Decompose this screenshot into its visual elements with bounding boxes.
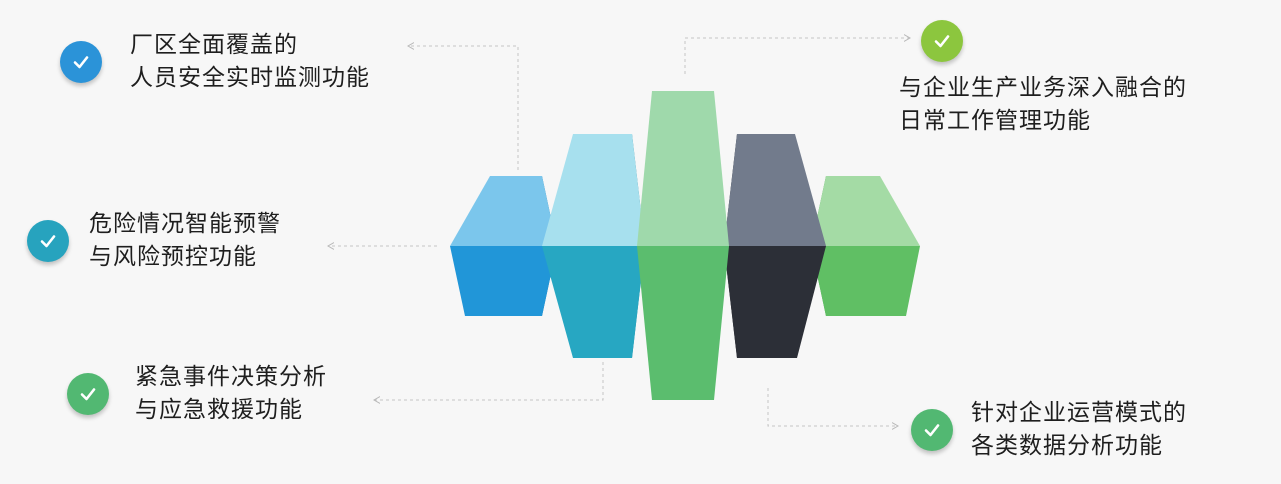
check-icon	[921, 20, 963, 62]
feature-item-f1: 厂区全面覆盖的 人员安全实时监测功能	[60, 29, 370, 95]
feature-item-f3: 紧急事件决策分析 与应急救援功能	[67, 361, 327, 427]
block-light-green	[811, 176, 920, 316]
feature-item-f5: 针对企业运营模式的 各类数据分析功能	[911, 397, 1187, 463]
feature-line-1: 针对企业运营模式的	[971, 400, 1187, 426]
feature-line-1: 与企业生产业务深入融合的	[899, 75, 1187, 101]
feature-line-2: 与应急救援功能	[135, 397, 303, 423]
feature-line-2: 人员安全实时监测功能	[130, 65, 370, 91]
feature-line-2: 各类数据分析功能	[971, 433, 1163, 459]
feature-line-2: 与风险预控功能	[89, 244, 257, 270]
check-icon	[67, 373, 109, 415]
connector-f4	[684, 38, 910, 74]
feature-line-2: 日常工作管理功能	[899, 108, 1091, 134]
connector-f5	[767, 388, 898, 426]
feature-line-1: 紧急事件决策分析	[135, 364, 327, 390]
block-teal	[542, 134, 645, 358]
feature-item-f4-icon	[921, 20, 963, 62]
feature-text: 厂区全面覆盖的 人员安全实时监测功能	[130, 29, 370, 95]
feature-line-1: 危险情况智能预警	[89, 211, 281, 237]
feature-item-f2: 危险情况智能预警 与风险预控功能	[27, 208, 281, 274]
block-dark	[724, 134, 826, 358]
feature-text: 紧急事件决策分析 与应急救援功能	[135, 361, 327, 427]
block-blue	[450, 176, 557, 316]
feature-text: 危险情况智能预警 与风险预控功能	[89, 208, 281, 274]
check-icon	[60, 41, 102, 83]
block-green	[637, 91, 729, 400]
check-icon	[911, 409, 953, 451]
connector-f3	[374, 362, 604, 400]
feature-text: 针对企业运营模式的 各类数据分析功能	[971, 397, 1187, 463]
check-icon	[27, 220, 69, 262]
feature-line-1: 厂区全面覆盖的	[130, 32, 298, 58]
feature-item-f4-text: 与企业生产业务深入融合的 日常工作管理功能	[899, 72, 1187, 138]
